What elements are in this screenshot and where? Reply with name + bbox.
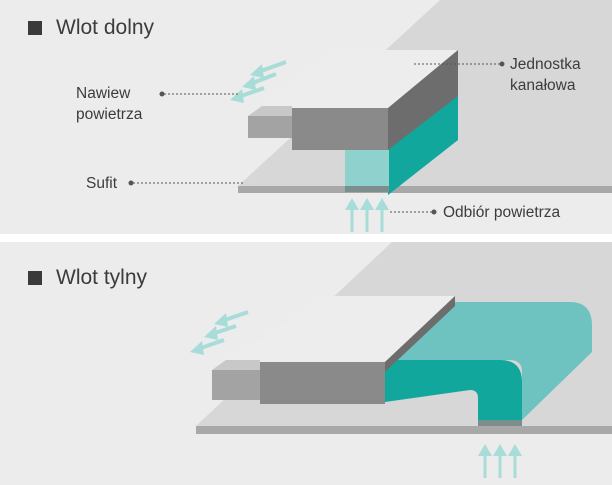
intake-block xyxy=(345,150,389,190)
label-air-intake: Odbiór powietrza xyxy=(443,202,560,223)
unit-front-face xyxy=(292,108,388,150)
unit-top-face xyxy=(248,50,458,116)
supply-airflow-arrows xyxy=(190,310,249,355)
duct-front-dark xyxy=(385,360,522,424)
unit-front-face xyxy=(260,362,385,404)
bullet-square xyxy=(28,21,42,35)
panel-bottom-inlet: Wlot dolny Nawiew powietrza Jednostka ka… xyxy=(0,0,612,234)
panel-title: Wlot tylny xyxy=(28,266,147,290)
unit-top-face xyxy=(212,296,455,370)
outlet-stub xyxy=(248,116,292,138)
ceiling-edge xyxy=(238,186,612,193)
outlet-stub-top xyxy=(248,106,292,116)
label-ducted-unit: Jednostka kanałowa xyxy=(510,54,581,96)
unit-side-face xyxy=(388,50,458,150)
rear-inlet-diagram xyxy=(190,242,612,478)
intake-grille xyxy=(345,186,389,192)
panel-title-text: Wlot dolny xyxy=(56,16,155,39)
intake-airflow-arrows xyxy=(478,444,522,478)
label-supply-line2: powietrza xyxy=(76,106,143,123)
duct-top-light xyxy=(385,302,592,420)
label-intake-text: Odbiór powietrza xyxy=(443,204,561,221)
ceiling-edge xyxy=(196,426,612,434)
panel-title-text: Wlot tylny xyxy=(56,266,148,289)
outlet-stub xyxy=(212,370,260,400)
label-supply-line1: Nawiew xyxy=(76,85,131,102)
unit-side-face xyxy=(385,296,455,372)
bullet-square xyxy=(28,271,42,285)
bottom-inlet-diagram xyxy=(128,0,612,232)
panel-title: Wlot dolny xyxy=(28,16,154,40)
supply-airflow-arrows xyxy=(230,60,287,103)
label-ceiling-text: Sufit xyxy=(86,175,118,192)
leader-lines xyxy=(128,61,505,215)
intake-airflow-arrows xyxy=(345,198,389,232)
label-unit-line2: kanałowa xyxy=(510,77,576,94)
label-supply-air: Nawiew powietrza xyxy=(76,83,142,125)
intake-grille xyxy=(478,420,522,426)
label-unit-line1: Jednostka xyxy=(510,56,581,73)
panel-rear-inlet: Wlot tylny xyxy=(0,242,612,485)
label-ceiling: Sufit xyxy=(86,173,117,194)
outlet-stub-top xyxy=(212,360,260,370)
